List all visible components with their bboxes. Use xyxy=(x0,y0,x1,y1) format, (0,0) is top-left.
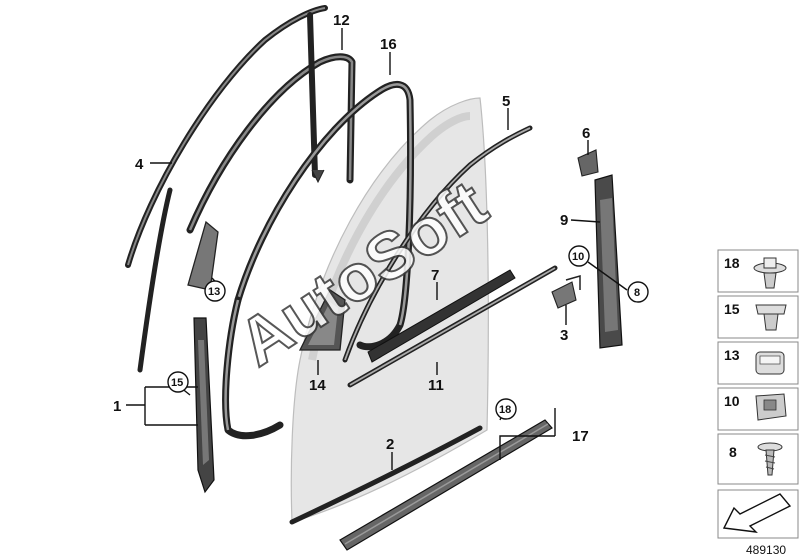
part-1-pillar-trim xyxy=(193,317,215,494)
callout-11: 11 xyxy=(428,377,444,394)
callout-13: 13 xyxy=(208,286,220,298)
callout-9: 9 xyxy=(560,212,568,229)
part-13-corner-piece xyxy=(187,220,219,291)
callout-1: 1 xyxy=(113,398,121,415)
callout-7: 7 xyxy=(431,267,439,284)
legend-label-10: 10 xyxy=(724,393,740,409)
part-17-sill-trim xyxy=(339,419,553,551)
clip-icon xyxy=(755,304,787,331)
clip-retainer-icon xyxy=(755,393,787,421)
part-4-frame-seal xyxy=(125,5,328,373)
legend-label-18: 18 xyxy=(724,255,740,271)
screw-icon xyxy=(757,442,783,476)
callout-3: 3 xyxy=(560,327,568,344)
callout-8: 8 xyxy=(634,287,640,299)
legend-label-8: 8 xyxy=(729,444,737,460)
callout-4: 4 xyxy=(135,156,144,173)
legend-label-13: 13 xyxy=(724,347,740,363)
clip-nut-icon xyxy=(755,351,785,375)
part-2-sill-seal xyxy=(289,425,483,525)
callout-14: 14 xyxy=(309,377,326,394)
part-7-waist-seal xyxy=(367,269,516,363)
callout-12: 12 xyxy=(333,12,350,29)
part-11-outer-waist-strip xyxy=(347,265,558,388)
part-9-pillar-trim xyxy=(594,174,623,349)
part-6-cap xyxy=(577,149,599,177)
callout-2: 2 xyxy=(386,436,394,453)
callout-15: 15 xyxy=(171,377,183,389)
part-3-bracket xyxy=(551,275,581,309)
callout-18: 18 xyxy=(499,404,511,416)
callout-5: 5 xyxy=(502,93,510,110)
legend-label-15: 15 xyxy=(724,301,740,317)
push-rivet-icon xyxy=(753,257,787,289)
part-16-door-seal xyxy=(222,81,415,440)
fastener-legend: 18 15 13 10 8 xyxy=(717,249,799,539)
callouts: 1 2 3 4 5 6 7 8 9 10 11 12 13 14 15 16 1… xyxy=(113,12,649,453)
callout-17: 17 xyxy=(572,428,589,445)
arrow-icon xyxy=(722,493,792,533)
callout-10: 10 xyxy=(572,251,584,263)
part-5-outer-strip xyxy=(342,125,533,363)
reference-number: 489130 xyxy=(746,543,786,557)
callout-6: 6 xyxy=(582,125,590,142)
callout-16: 16 xyxy=(380,36,397,53)
part-12-window-channel xyxy=(186,12,356,234)
part-14-mirror-triangle xyxy=(298,289,346,351)
